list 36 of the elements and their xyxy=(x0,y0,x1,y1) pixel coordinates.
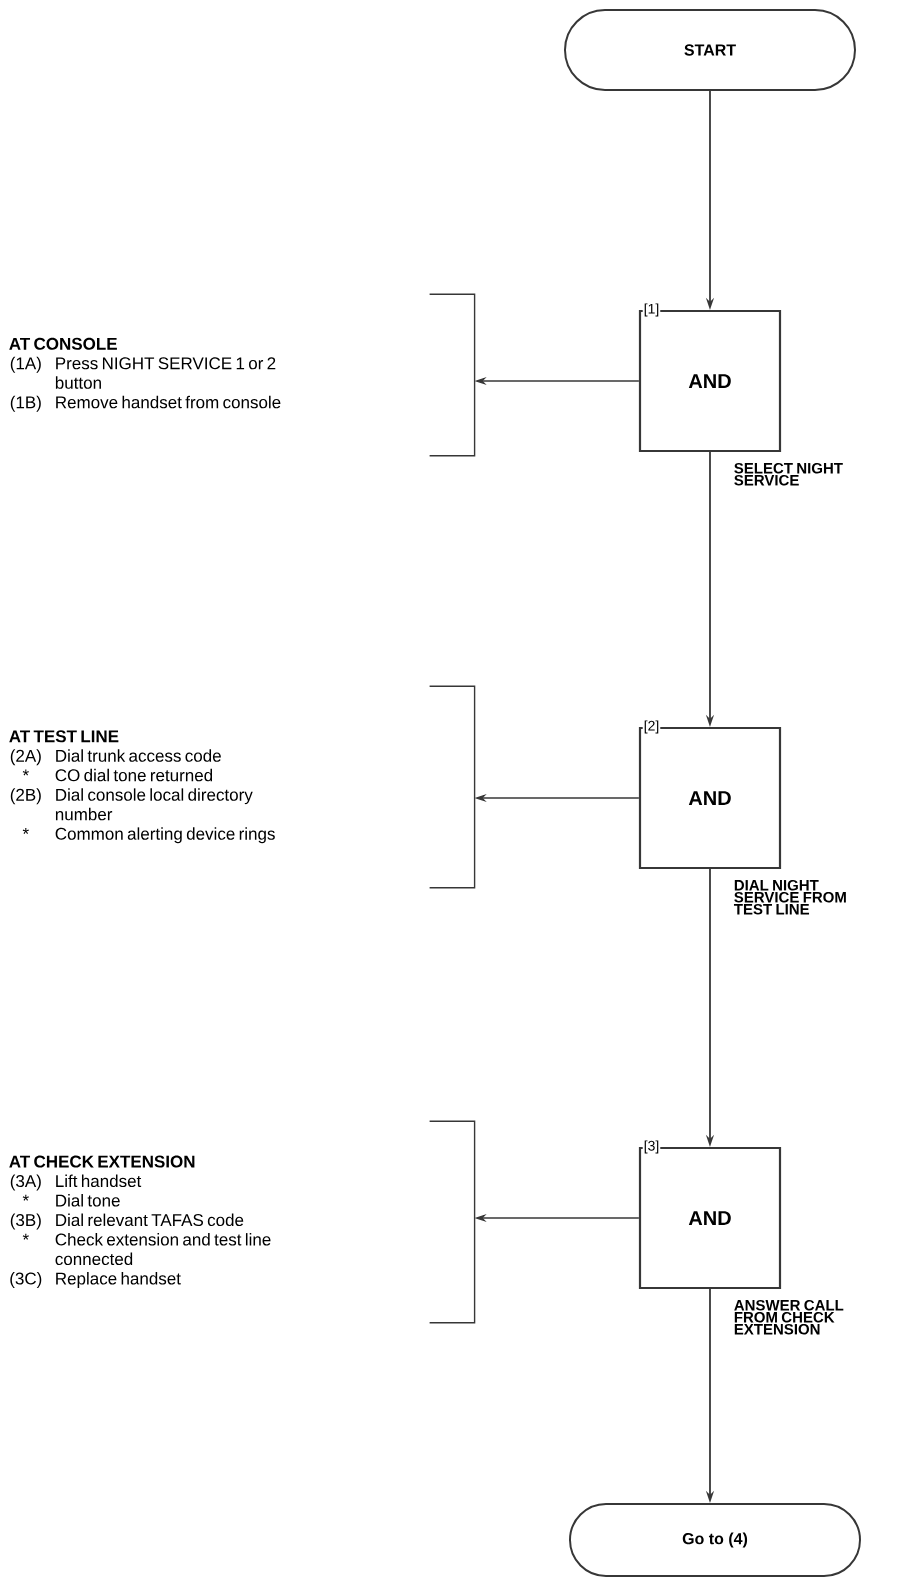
section-heading: AT CHECK EXTENSION xyxy=(9,1155,195,1168)
step-marker: (3C) xyxy=(10,1272,42,1288)
step-text: Dial relevant TAFAS code xyxy=(56,1213,244,1227)
terminal-box: Go to (4) xyxy=(569,1503,861,1577)
section-heading: AT TEST LINE xyxy=(9,730,119,743)
step-text: Press NIGHT SERVICE 1 or 2 button xyxy=(55,357,276,389)
step-text: Dial tone xyxy=(56,1194,120,1207)
step-marker: (2A) xyxy=(10,749,41,766)
step-marker: (2B) xyxy=(10,788,41,805)
step-marker: * xyxy=(22,1194,29,1201)
step-text: Common alerting device rings xyxy=(55,827,275,844)
step-text: CO dial tone returned xyxy=(55,768,213,782)
step-marker: (1A) xyxy=(10,356,41,373)
edge-label: DIAL NIGHT SERVICE FROM TEST LINE xyxy=(733,879,846,915)
section-heading: AT CONSOLE xyxy=(9,337,117,350)
step-text: Dial console local directory number xyxy=(55,788,253,821)
bracketed-note xyxy=(9,685,476,889)
step-text: Lift handset xyxy=(56,1174,142,1188)
step-text: Check extension and test line connected xyxy=(55,1233,271,1266)
and-gate-box: AND [1] xyxy=(638,302,782,453)
step-text: Dial trunk access code xyxy=(56,749,221,762)
terminal-box: START xyxy=(564,9,856,91)
step-marker: (1B) xyxy=(10,395,41,412)
bracketed-note xyxy=(9,1120,476,1324)
bracketed-note xyxy=(9,293,476,457)
step-marker: * xyxy=(22,1233,29,1240)
edge-label: ANSWER CALL FROM CHECK EXTENSION xyxy=(734,1299,844,1335)
step-marker: * xyxy=(22,769,29,776)
step-text: Replace handset xyxy=(56,1272,181,1288)
step-marker: (3A) xyxy=(10,1174,41,1191)
and-gate-box: AND [3] xyxy=(638,1139,782,1290)
step-marker: (3B) xyxy=(10,1213,41,1230)
step-marker: * xyxy=(22,827,29,834)
edge-label: SELECT NIGHT SERVICE xyxy=(734,462,843,486)
step-text: Remove handset from console xyxy=(56,395,281,409)
and-gate-box: AND [2] xyxy=(638,719,782,870)
